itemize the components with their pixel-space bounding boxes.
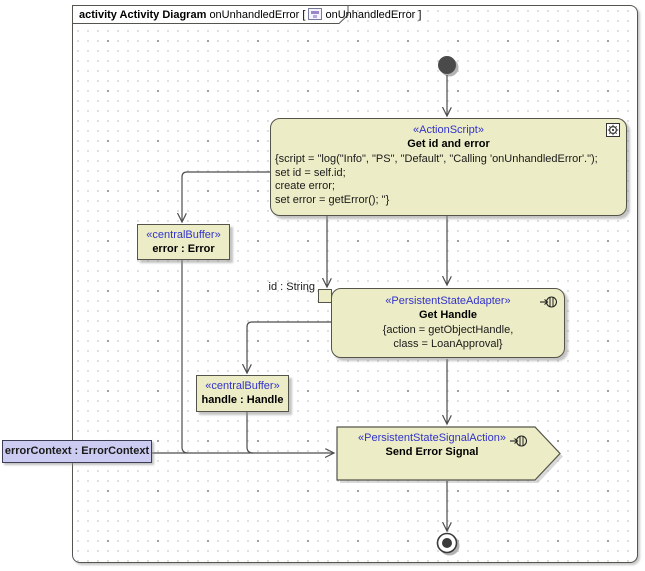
frame-title-kind: activity Activity Diagram <box>79 9 207 21</box>
id-pin-label[interactable]: id : String <box>268 281 315 293</box>
edge-gethandle-to-handle-buffer[interactable] <box>247 321 331 373</box>
error-buffer-name: error : Error <box>152 243 215 255</box>
frame-title-context: onUnhandledError ] <box>325 9 422 21</box>
persistent-adapter-icon <box>540 296 557 308</box>
edge-error-buffer-to-signal[interactable] <box>181 260 189 454</box>
initial-node[interactable] <box>438 56 456 74</box>
actionscript-stereotype: «ActionScript» <box>413 124 484 136</box>
gethandle-constraint-line: class = LoanApproval} <box>393 338 503 350</box>
actionscript-name: Get id and error <box>407 138 490 150</box>
error-buffer-node[interactable]: «centralBuffer» error : Error <box>137 224 230 260</box>
activity-diagram-icon <box>308 8 323 20</box>
send-signal-text[interactable]: «PersistentStateSignalAction» Send Error… <box>341 431 523 460</box>
persistent-signal-icon <box>510 435 527 447</box>
edge-actionscript-to-error-buffer[interactable] <box>182 171 270 222</box>
actionscript-script-line: {script = "log("Info", "PS", "Default", … <box>275 153 598 165</box>
diagram-frame <box>72 5 638 563</box>
handle-buffer-node[interactable]: «centralBuffer» handle : Handle <box>196 375 289 412</box>
actionscript-node[interactable]: «ActionScript» Get id and error {script … <box>270 118 627 216</box>
final-node-dot <box>442 538 452 548</box>
gethandle-name: Get Handle <box>418 309 478 321</box>
error-buffer-stereotype: «centralBuffer» <box>146 229 221 241</box>
id-input-pin[interactable] <box>318 289 332 303</box>
send-signal-name: Send Error Signal <box>385 446 479 458</box>
actionscript-script-line: set id = self.id; <box>275 166 346 179</box>
errorcontext-label: errorContext : ErrorContext <box>4 445 150 457</box>
actionscript-script-line: create error; <box>275 180 335 192</box>
edge-handle-buffer-to-signal[interactable] <box>246 412 254 454</box>
frame-title-name: onUnhandledError [ <box>209 9 306 21</box>
send-error-signal-node[interactable] <box>336 426 561 481</box>
handle-buffer-name: handle : Handle <box>201 394 284 406</box>
actionscript-script-line: set error = getError(); "} <box>275 193 390 206</box>
script-gear-icon <box>606 123 620 137</box>
send-signal-stereotype: «PersistentStateSignalAction» <box>358 432 506 444</box>
frame-title: activity Activity Diagram onUnhandledErr… <box>79 8 421 22</box>
frame-title-tab <box>72 5 349 24</box>
errorcontext-object-node[interactable]: errorContext : ErrorContext <box>2 440 152 463</box>
gethandle-constraint-line: {action = getObjectHandle, <box>382 324 514 336</box>
handle-buffer-stereotype: «centralBuffer» <box>205 380 280 392</box>
gethandle-stereotype: «PersistentStateAdapter» <box>385 295 511 307</box>
gethandle-node[interactable]: «PersistentStateAdapter» Get Handle {act… <box>331 288 565 358</box>
